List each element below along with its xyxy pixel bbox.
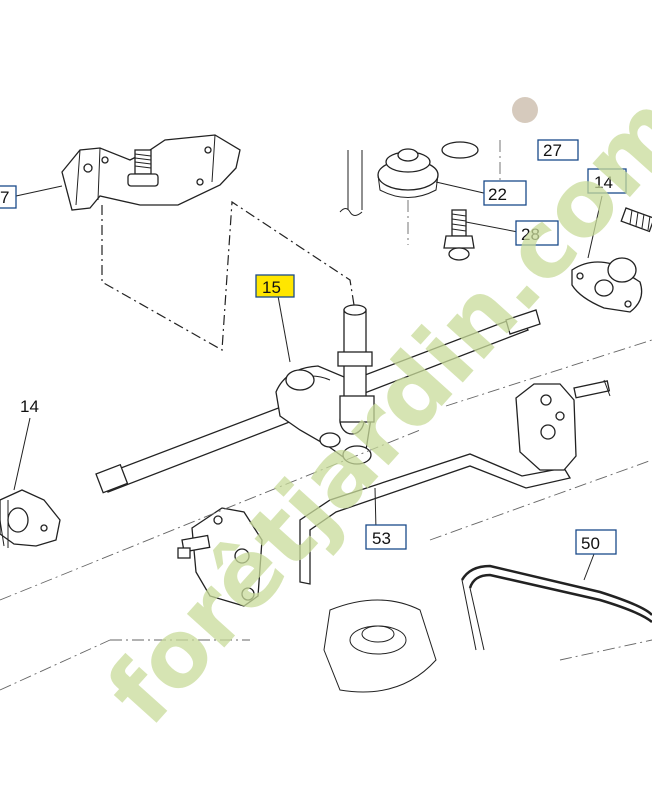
bolt-part xyxy=(443,209,475,261)
guide-lines xyxy=(0,140,652,691)
watermark-dot xyxy=(512,97,538,123)
valve-block xyxy=(275,304,375,465)
svg-text:27: 27 xyxy=(543,141,562,160)
callout-28: 28 xyxy=(515,220,559,246)
callout-27: 27 xyxy=(537,139,579,161)
svg-text:50: 50 xyxy=(581,534,600,553)
svg-text:22: 22 xyxy=(488,185,507,204)
bracket-plate xyxy=(61,134,241,211)
svg-text:14: 14 xyxy=(20,397,39,416)
mounting-plate-right xyxy=(515,379,611,471)
callout-22: 22 xyxy=(483,180,527,206)
pulley-part xyxy=(377,141,479,245)
callout-50: 50 xyxy=(575,529,617,555)
svg-text:14: 14 xyxy=(594,173,613,192)
callout-7: 7 xyxy=(0,185,17,209)
bearing-housing-right xyxy=(571,207,652,313)
callout-15: 15 xyxy=(255,274,295,298)
callout-14-right: 14 xyxy=(587,168,627,194)
callout-53: 53 xyxy=(365,524,407,550)
svg-text:7: 7 xyxy=(0,188,9,207)
mounting-plate-left xyxy=(177,507,263,607)
top-stub xyxy=(339,150,363,216)
callout-14-left: 14 xyxy=(20,397,39,416)
guide-line-bracket xyxy=(101,200,355,351)
lower-pulley xyxy=(323,599,437,693)
svg-text:15: 15 xyxy=(262,278,281,297)
svg-text:53: 53 xyxy=(372,529,391,548)
linkage-rod xyxy=(299,453,572,585)
belt-part xyxy=(460,564,652,651)
leader-lines xyxy=(13,181,603,581)
svg-text:28: 28 xyxy=(521,225,540,244)
bearing-housing-left xyxy=(0,489,61,548)
